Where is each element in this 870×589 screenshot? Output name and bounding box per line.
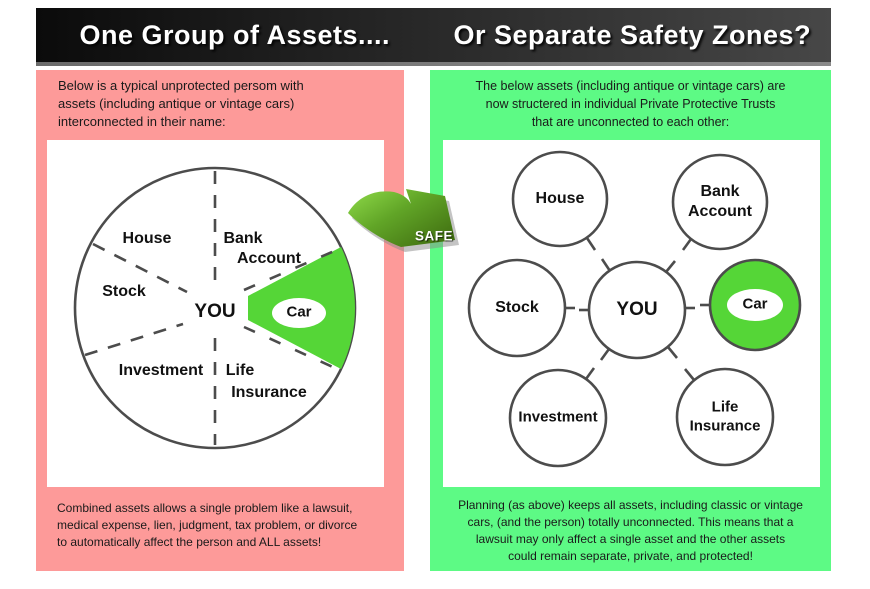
unprotected-footer-text: Combined assets allows a single problem …: [57, 501, 358, 550]
unprotected-intro-text: Below is a typical unprotected persom wi…: [58, 78, 304, 130]
safe-arrow: SAFE: [340, 183, 472, 271]
protected-intro-text: The below assets (including antique or v…: [475, 79, 786, 130]
label-car: Car: [286, 303, 312, 321]
protected-footer-text: Planning (as above) keeps all assets, in…: [458, 498, 803, 564]
protected-trusts-panel: The below assets (including antique or v…: [430, 70, 831, 571]
label-account: Account: [237, 250, 301, 267]
header-title-left: One Group of Assets....: [79, 19, 391, 50]
label-you: YOU: [194, 301, 236, 323]
label-life: Life: [225, 362, 255, 379]
header-left-cell: One Group of Assets....: [36, 20, 434, 51]
header-bar: One Group of Assets.... Or Separate Safe…: [36, 8, 832, 66]
separate-trusts-svg: [467, 150, 802, 468]
label-you: YOU: [616, 299, 658, 321]
car-ellipse: [272, 298, 326, 328]
label-car: Car: [742, 295, 768, 313]
label-investment: Investment: [118, 362, 204, 379]
label-bank: Bank: [223, 230, 263, 247]
label-life-insurance: Life Insurance: [689, 398, 761, 434]
safe-arrow-svg: [348, 189, 459, 252]
car-ellipse: [727, 289, 783, 321]
life-insurance-circle: [675, 367, 775, 467]
label-bank-account: Bank Account: [688, 183, 752, 220]
header-title-right: Or Separate Safety Zones?: [453, 19, 812, 50]
investment-circle: [508, 368, 608, 468]
safe-arrow-label: SAFE: [414, 228, 454, 244]
sector-divider-dashes: [84, 171, 347, 445]
house-circle: [511, 150, 609, 248]
label-house: House: [535, 190, 585, 207]
combined-circle: [73, 166, 357, 450]
unprotected-assets-panel: Below is a typical unprotected persom wi…: [36, 70, 404, 571]
label-stock: Stock: [495, 299, 539, 316]
arrow-body: [348, 189, 455, 247]
bank-account-circle: [671, 153, 769, 251]
separate-trusts-diagram: House Bank Account Stock YOU Car Investm…: [443, 140, 820, 487]
broken-connector-stubs: [565, 237, 710, 381]
combined-assets-diagram: House Bank Account Stock YOU Car Investm…: [47, 140, 384, 487]
label-stock: Stock: [102, 283, 146, 300]
combined-assets-svg: [73, 166, 357, 450]
label-house: House: [122, 230, 172, 247]
label-insurance: Insurance: [231, 384, 307, 401]
header-right-cell: Or Separate Safety Zones?: [434, 20, 832, 51]
label-investment: Investment: [518, 408, 598, 426]
